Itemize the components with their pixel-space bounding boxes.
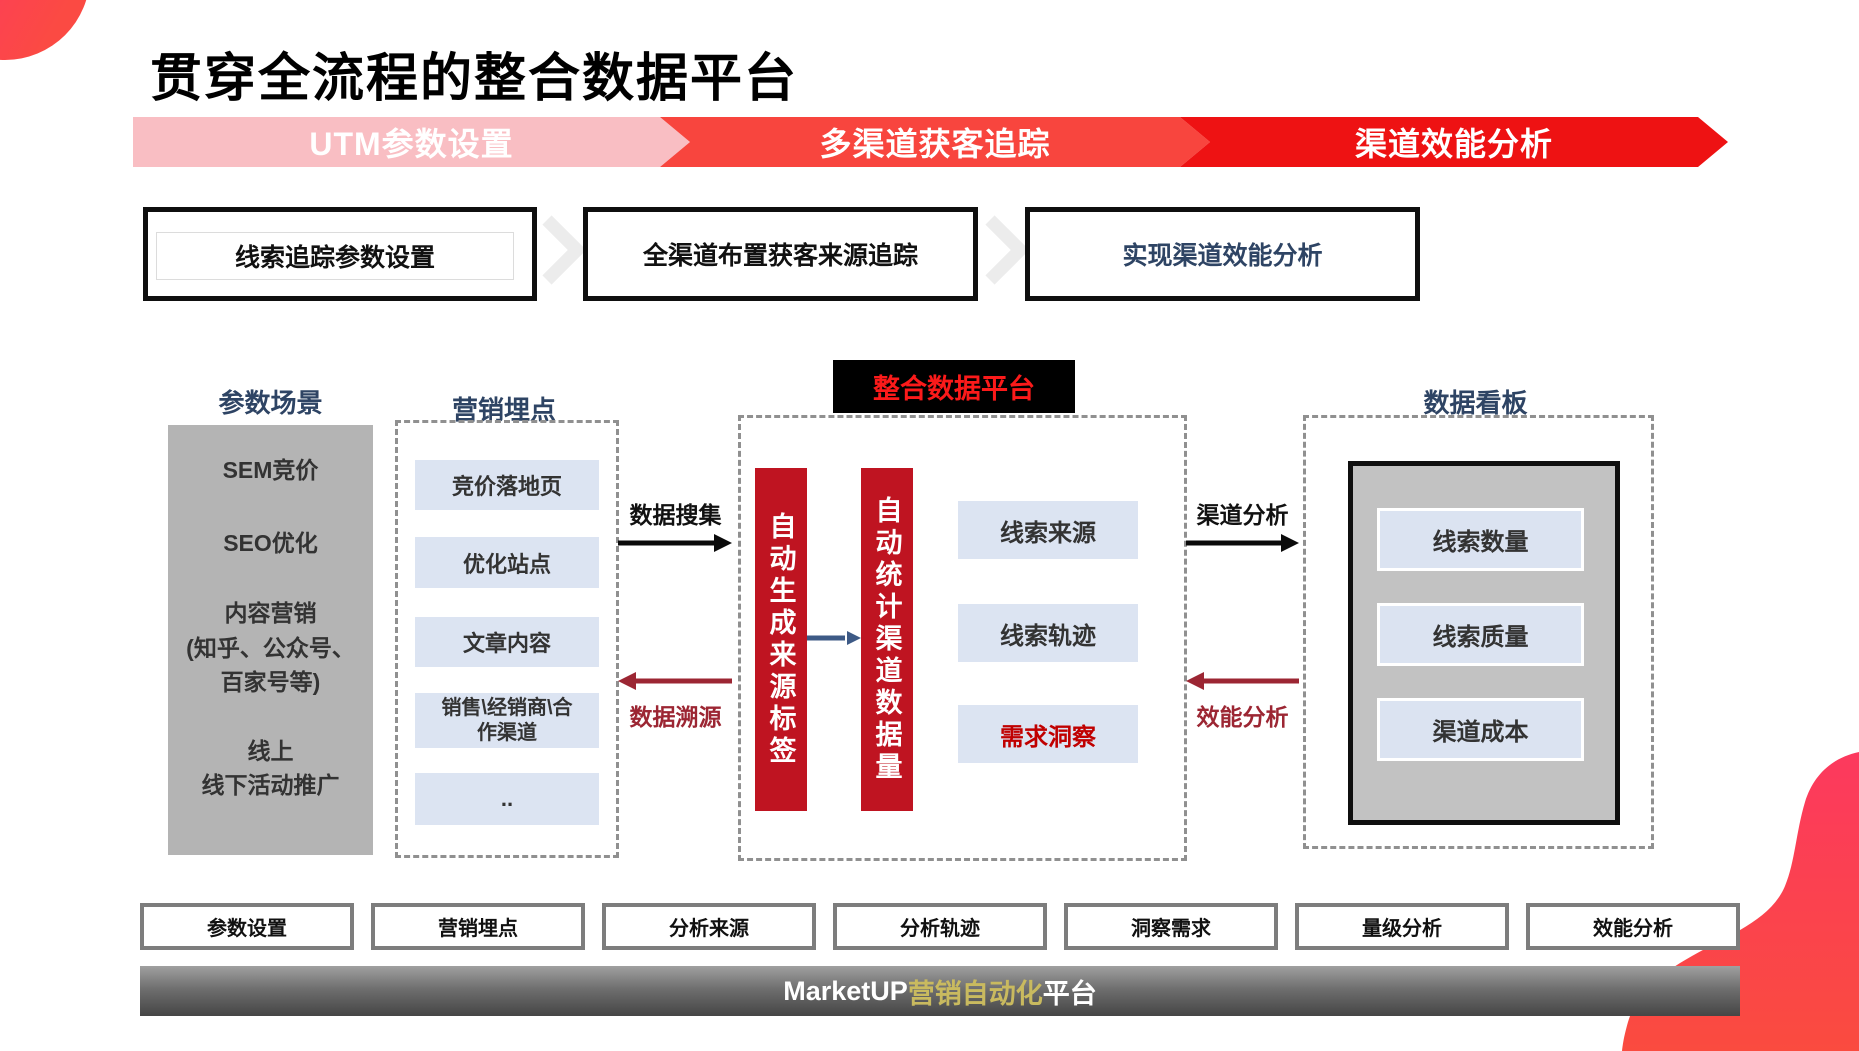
dashboard-metric: 线索数量	[1377, 508, 1584, 571]
arrow-right-channel-analysis	[1186, 534, 1299, 552]
process-box-lead-tracking-setup: 线索追踪参数设置	[143, 207, 537, 301]
bottom-step: 洞察需求	[1064, 903, 1278, 950]
arrow-right-data-collect	[618, 534, 732, 552]
brand-suffix: 平台	[1042, 978, 1097, 1009]
column-header-integrated-data-platform: 整合数据平台	[833, 360, 1075, 413]
param-scene-item: 内容营销 (知乎、公众号、 百家号等)	[186, 600, 355, 695]
marketing-tracking-panel: 竞价落地页 优化站点 文章内容 销售\经销商\合 作渠道 ..	[395, 420, 619, 858]
bottom-step: 效能分析	[1526, 903, 1740, 950]
process-box-label: 全渠道布置获客来源追踪	[642, 242, 918, 270]
column-header-data-dashboard: 数据看板	[1423, 388, 1528, 418]
marketing-item: 竞价落地页	[415, 460, 599, 510]
flow-label-efficiency-analysis: 效能分析	[1196, 704, 1289, 730]
arrow-head-icon	[847, 631, 861, 645]
banner-channel-analysis-label: 渠道效能分析	[1354, 126, 1553, 162]
param-scene-item: SEM竞价	[222, 457, 319, 483]
param-scene-item: 线上 线下活动推广	[201, 737, 340, 799]
platform-output-item: 线索来源	[958, 501, 1138, 559]
process-box-omnichannel-source-tracking: 全渠道布置获客来源追踪	[583, 207, 978, 301]
inner-input-box: 线索追踪参数设置	[156, 232, 514, 280]
arrow-left-efficiency-analysis	[1186, 672, 1299, 690]
arrow-head-icon	[1186, 672, 1204, 690]
bottom-step: 分析轨迹	[833, 903, 1047, 950]
process-box-channel-efficiency: 实现渠道效能分析	[1025, 207, 1420, 301]
marketing-item: 销售\经销商\合 作渠道	[415, 693, 599, 748]
dashboard-metric: 渠道成本	[1377, 698, 1584, 761]
flow-label-data-trace: 数据溯源	[629, 704, 722, 730]
brand-name: MarketUP	[783, 975, 908, 1006]
chevron-right-icon	[542, 215, 585, 285]
integrated-data-platform-panel: 自动生成来源标签 自动统计渠道数据量 线索来源 线索轨迹 需求洞察	[738, 415, 1187, 861]
arrow-left-data-trace	[618, 672, 732, 690]
arrow-shaft	[1202, 678, 1299, 684]
platform-output-item: 线索轨迹	[958, 604, 1138, 662]
column-header-param-scenes: 参数场景	[218, 388, 323, 418]
flow-label-data-collect: 数据搜集	[629, 502, 722, 528]
marketing-item: 优化站点	[415, 537, 599, 588]
arrow-shaft	[1186, 540, 1283, 546]
arrow-shaft	[807, 635, 845, 641]
bottom-step: 分析来源	[602, 903, 816, 950]
param-scenes-panel: SEM竞价 SEO优化 内容营销 (知乎、公众号、 百家号等) 线上 线下活动推…	[168, 425, 373, 855]
banner-multichannel-tracking-label: 多渠道获客追踪	[819, 126, 1051, 162]
flow-label-channel-analysis: 渠道分析	[1196, 502, 1289, 528]
arrow-right-bar-link	[807, 631, 861, 645]
banner-utm-params-label: UTM参数设置	[309, 126, 514, 162]
page-title: 贯穿全流程的整合数据平台	[150, 50, 799, 108]
banner-channel-analysis: 渠道效能分析	[1180, 117, 1728, 167]
arrow-shaft	[618, 540, 716, 546]
bottom-step: 量级分析	[1295, 903, 1509, 950]
arrow-head-icon	[618, 672, 636, 690]
arrow-head-icon	[714, 534, 732, 552]
chevron-right-icon	[985, 215, 1028, 285]
dashboard-metric: 线索质量	[1377, 603, 1584, 666]
brand-highlight: 营销自动化	[907, 978, 1043, 1009]
dashboard-screen: 线索数量 线索质量 渠道成本	[1348, 461, 1620, 825]
arrow-head-icon	[1281, 534, 1299, 552]
bottom-step-row: 参数设置 营销埋点 分析来源 分析轨迹 洞察需求 量级分析 效能分析	[140, 903, 1740, 950]
auto-channel-stats-bar: 自动统计渠道数据量	[861, 468, 913, 811]
data-dashboard-panel: 线索数量 线索质量 渠道成本	[1303, 415, 1654, 849]
banner-multichannel-tracking: 多渠道获客追踪	[660, 117, 1210, 167]
platform-output-item-demand-insight: 需求洞察	[958, 705, 1138, 763]
arrow-shaft	[634, 678, 732, 684]
bottom-step: 营销埋点	[371, 903, 585, 950]
auto-source-tag-bar: 自动生成来源标签	[755, 468, 807, 811]
corner-accent-shape-top-left	[0, 0, 90, 60]
bottom-step: 参数设置	[140, 903, 354, 950]
process-box-label: 线索追踪参数设置	[234, 244, 435, 272]
marketing-item: ..	[415, 773, 599, 825]
marketing-item: 文章内容	[415, 617, 599, 667]
param-scene-item: SEO优化	[223, 529, 318, 556]
banner-utm-params: UTM参数设置	[133, 117, 690, 167]
process-box-label: 实现渠道效能分析	[1122, 242, 1323, 270]
